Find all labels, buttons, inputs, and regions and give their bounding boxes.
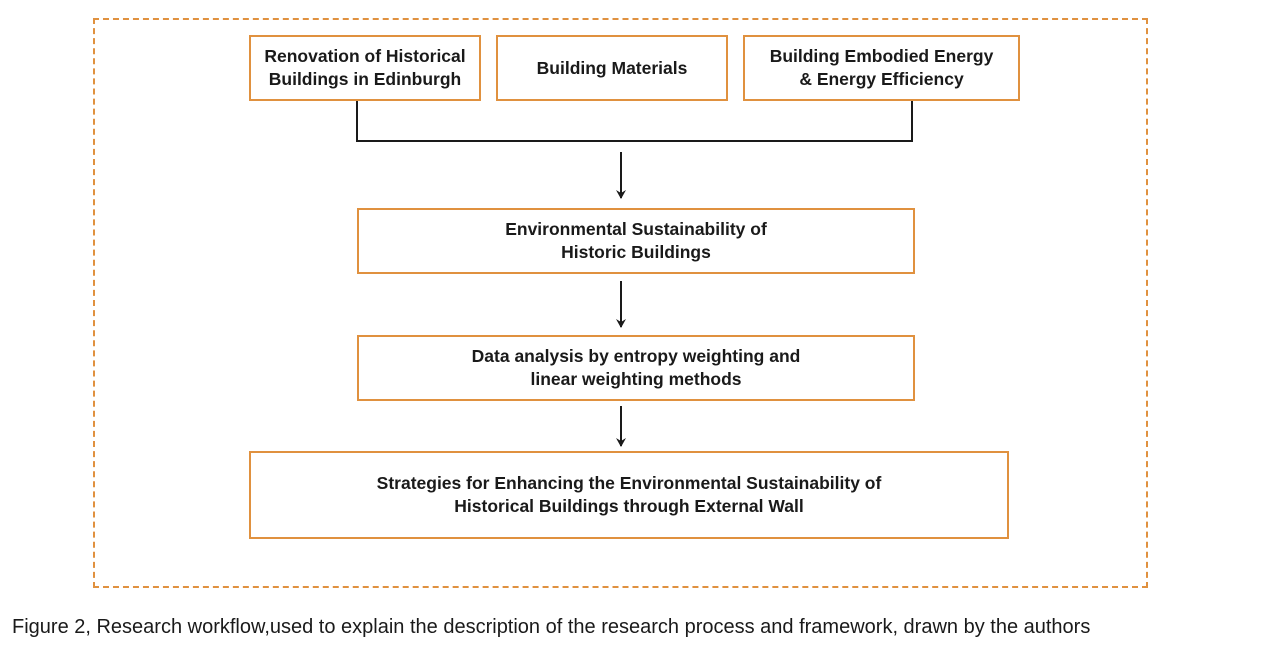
renovation-box: Renovation of Historical Buildings in Ed… [249, 35, 481, 101]
embodied-energy-box: Building Embodied Energy & Energy Effici… [743, 35, 1020, 101]
dashed-frame [93, 18, 1148, 588]
building-materials-box: Building Materials [496, 35, 728, 101]
strategies-box: Strategies for Enhancing the Environment… [249, 451, 1009, 539]
figure-caption: Figure 2, Research workflow,used to expl… [12, 616, 1091, 638]
merge-bracket [356, 101, 913, 142]
environmental-sustainability-box: Environmental Sustainability of Historic… [357, 208, 915, 274]
data-analysis-box: Data analysis by entropy weighting and l… [357, 335, 915, 401]
